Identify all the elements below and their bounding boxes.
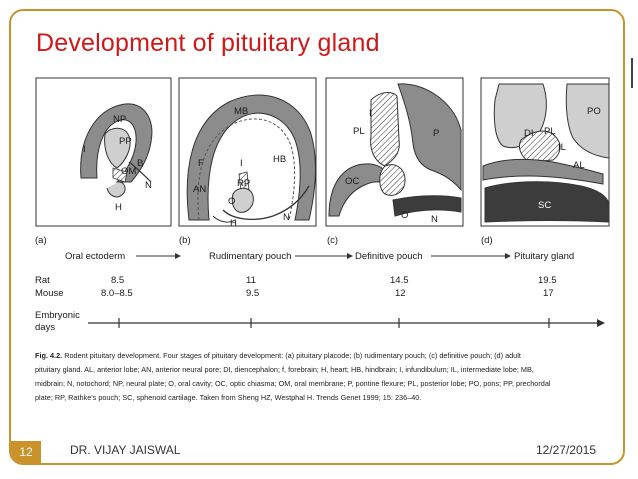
panel-b-rathkes-pouch (231, 187, 254, 213)
panel-c-label-oc: OC (345, 176, 359, 187)
panel-d-label-sc: SC (538, 200, 551, 211)
caption-line-1-text: Rodent pituitary development. Four stage… (62, 351, 521, 360)
footer-author: DR. VIJAY JAISWAL (70, 443, 181, 457)
caption-line-1: Fig. 4.2. Rodent pituitary development. … (35, 351, 521, 360)
panel-d-label-pl: PL (544, 126, 556, 137)
panel-d-anterior-lobe (482, 158, 604, 185)
panel-a-heart (106, 181, 126, 198)
panel-b: MB F I HB AN RP O H N (b) (178, 77, 317, 246)
stage-label-pituitary-gland: Pituitary gland (514, 251, 574, 262)
panel-b-label-h: H (230, 218, 237, 229)
panel-a-label-b: B (137, 158, 143, 169)
slide-frame (9, 9, 625, 465)
panel-a-neural-plate (80, 103, 153, 183)
footer-date: 12/27/2015 (535, 443, 596, 457)
panel-b-label-i: I (240, 158, 243, 169)
caption-line-4: plate; RP, Rathke's pouch; SC, sphenoid … (35, 393, 421, 402)
panel-d-sphenoid-cartilage (484, 181, 610, 223)
panel-a-prechordal-plate (104, 127, 131, 169)
panel-a: NP PP OM I B N H (a) (35, 77, 172, 246)
embryonic-days-axis: Embryonic days (35, 310, 605, 333)
panel-a-label-h: H (115, 202, 122, 213)
panel-d-id: (d) (481, 235, 493, 246)
species-rows: Rat 8.5 11 14.5 19.5 Mouse 8.0–8.5 9.5 1… (35, 275, 557, 299)
mouse-label: Mouse (35, 288, 64, 299)
edge-marker (631, 58, 633, 88)
panel-a-id: (a) (35, 235, 47, 246)
panel-d-posterior-lobe (518, 130, 561, 163)
panel-b-label-mb: MB (234, 106, 248, 117)
mouse-value-2: 9.5 (246, 288, 259, 299)
stage-row: Oral ectoderm Rudimentary pouch Definiti… (65, 251, 574, 262)
mouse-value-1: 8.0–8.5 (101, 288, 133, 299)
panel-d-label-di: DI (524, 128, 534, 139)
panel-b-label-hb: HB (273, 154, 286, 165)
stage-arrowhead-1 (175, 253, 181, 259)
panel-b-label-n: N (283, 212, 290, 223)
embryonic-label: Embryonic (35, 310, 80, 321)
panel-a-notochord (128, 161, 152, 183)
mouse-value-3: 12 (395, 288, 406, 299)
panel-c-label-n: N (431, 214, 438, 225)
panel-b-neural-lumen (197, 118, 296, 221)
panel-c-infundibulum (370, 92, 400, 167)
stage-label-definitive-pouch: Definitive pouch (355, 251, 423, 262)
panel-b-label-rp: RP (237, 178, 250, 189)
panel-c-id: (c) (327, 235, 338, 246)
panel-d: PO DI PL IL AL SC (d) (480, 77, 610, 246)
caption-line-2: pituitary gland. AL, anterior lobe; AN, … (35, 365, 534, 374)
slide-title: Development of pituitary gland (36, 29, 380, 57)
panel-b-label-f: F (198, 158, 204, 169)
rat-value-2: 11 (246, 275, 256, 286)
panel-b-heart (212, 215, 236, 223)
panel-c-definitive-pouch (379, 164, 406, 196)
pituitary-development-figure: NP PP OM I B N H (a) MB F I (33, 70, 611, 430)
panel-c-label-p: P (433, 128, 439, 139)
panel-d-label-po: PO (587, 106, 601, 117)
panel-c-label-pl: PL (353, 126, 365, 137)
panel-a-label-om: OM (121, 166, 136, 177)
stage-label-oral-ectoderm: Oral ectoderm (65, 251, 125, 262)
days-label: days (35, 322, 55, 333)
figure-caption: Fig. 4.2. Rodent pituitary development. … (35, 351, 551, 402)
stage-arrowhead-2 (347, 253, 353, 259)
panel-d-pons (565, 83, 610, 159)
figure-svg: NP PP OM I B N H (a) MB F I (35, 77, 610, 402)
rat-label: Rat (35, 275, 50, 286)
rat-value-3: 14.5 (390, 275, 409, 286)
panel-a-label-i: I (83, 144, 86, 155)
panel-c-label-o: O (401, 210, 408, 221)
panel-c-label-i: I (369, 108, 372, 119)
caption-line-3: midbrain; N, notochord; NP, neural plate… (35, 379, 551, 388)
panel-a-label-pp: PP (119, 136, 132, 147)
panel-c-pontine-flexure (397, 83, 462, 192)
panel-c: I PL P OC O N (c) (325, 77, 464, 246)
panel-b-neural-tube (186, 94, 316, 221)
panel-b-label-an: AN (193, 184, 206, 195)
days-axis-arrowhead (597, 319, 605, 327)
panel-d-label-al: AL (573, 160, 585, 171)
stage-arrowhead-3 (505, 253, 511, 259)
rat-value-1: 8.5 (111, 275, 124, 286)
rat-value-4: 19.5 (538, 275, 557, 286)
panel-a-oral-membrane (112, 167, 128, 183)
panel-b-label-o: O (228, 196, 235, 207)
panel-a-border (35, 77, 172, 227)
panel-b-notochord (222, 185, 310, 221)
mouse-value-4: 17 (543, 288, 554, 299)
slide-number: 12 (11, 441, 41, 463)
panel-a-label-n: N (145, 180, 152, 191)
panel-b-id: (b) (179, 235, 191, 246)
caption-fig-label: Fig. 4.2. (35, 351, 62, 360)
panel-a-label-np: NP (113, 114, 126, 125)
panel-c-notochord-cartilage (392, 195, 462, 217)
stage-label-rudimentary-pouch: Rudimentary pouch (209, 251, 291, 262)
panel-d-label-il: IL (558, 142, 566, 153)
